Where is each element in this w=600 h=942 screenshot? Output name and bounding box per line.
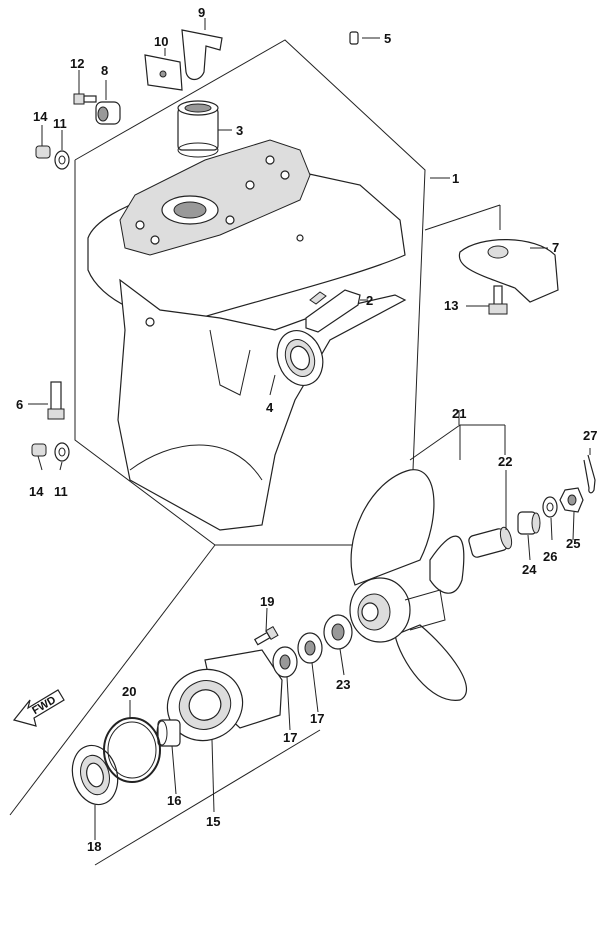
callout-11-upper: 11 [53,116,67,131]
spacer[interactable] [517,511,541,535]
needle-bearing[interactable] [156,719,181,747]
callout-9: 9 [198,5,205,20]
callout-25: 25 [566,536,580,551]
castle-nut[interactable] [559,487,584,513]
retaining-clip[interactable] [181,29,223,81]
lower-bracket-lines [9,204,506,866]
callout-16: 16 [167,793,181,808]
o-ring[interactable] [103,717,161,783]
water-filter-part[interactable] [305,289,368,333]
callout-14-upper: 14 [33,109,48,124]
bearing-part-4[interactable] [269,324,330,396]
callout-13: 13 [444,298,458,313]
callouts: 1 2 3 4 5 6 7 8 9 10 11 11 12 13 14 14 1… [16,5,597,854]
bearing-housing[interactable] [156,649,283,753]
thrust-washer[interactable] [323,614,353,650]
fwd-label: FWD [30,694,58,717]
bushing-sleeve[interactable] [177,100,232,158]
oil-seal-a[interactable] [272,646,298,678]
callout-7: 7 [552,240,559,255]
callout-1: 1 [452,171,459,186]
callout-23: 23 [336,677,350,692]
callout-17-b: 17 [310,711,324,726]
washer-upper[interactable] [54,150,70,170]
callout-15: 15 [206,814,220,829]
small-screw[interactable] [73,93,97,105]
washer-lower[interactable] [54,442,70,462]
callout-6: 6 [16,397,23,412]
callout-20: 20 [122,684,136,699]
housing-screw[interactable] [253,625,279,646]
cover-plate[interactable] [144,54,183,91]
leader-lines [37,18,591,840]
trim-tab-anode[interactable] [458,239,559,303]
callout-14-lower: 14 [29,484,44,499]
callout-22: 22 [498,454,512,469]
callout-11-lower: 11 [54,484,68,499]
drain-plug-lower[interactable] [31,443,47,457]
callout-26: 26 [543,549,557,564]
callout-18: 18 [87,839,101,854]
oil-seal-b[interactable] [297,632,323,664]
housing-bolt[interactable] [28,381,65,420]
propeller[interactable] [349,469,467,701]
callout-8: 8 [101,63,108,78]
callout-2: 2 [366,293,373,308]
callout-27: 27 [583,428,597,443]
callout-10: 10 [154,34,168,49]
cotter-pin[interactable] [583,454,596,494]
callout-17-a: 17 [283,730,297,745]
callout-4: 4 [266,400,274,415]
thrust-bushing[interactable] [468,526,514,558]
callout-3: 3 [236,123,243,138]
callout-12: 12 [70,56,84,71]
nut-washer[interactable] [542,496,558,518]
callout-21: 21 [452,406,466,421]
gear-case-housing[interactable] [87,139,407,531]
tab-bolt[interactable] [466,285,508,315]
callout-19: 19 [260,594,274,609]
drain-plug-upper[interactable] [35,145,51,159]
grommet[interactable] [95,101,121,125]
callout-5: 5 [384,31,391,46]
forward-arrow: FWD [12,689,65,727]
dowel-pin[interactable] [349,31,380,45]
callout-24: 24 [522,562,537,577]
